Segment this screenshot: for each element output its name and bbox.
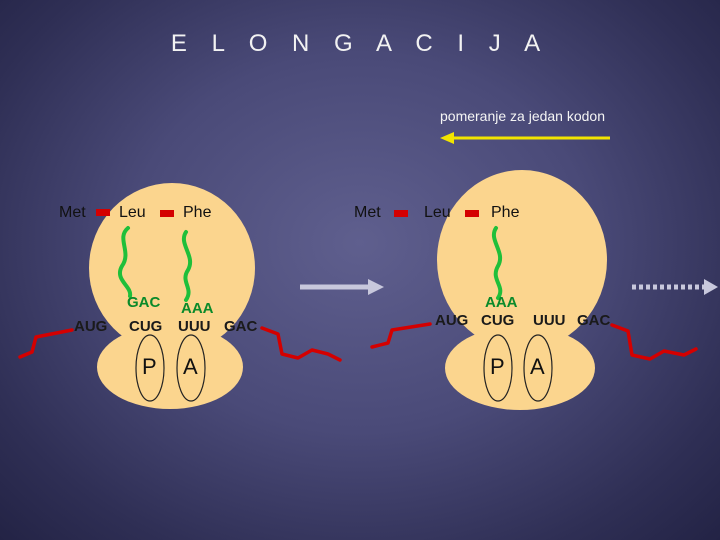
right-codon-2: CUG	[481, 312, 515, 329]
slide-title: E L O N G A C I J A	[170, 30, 550, 57]
left-ribosome-large-subunit	[89, 183, 255, 353]
left-p-site-label: P	[142, 354, 157, 379]
left-p-site-outline	[135, 334, 165, 402]
continuation-arrow-head	[704, 279, 718, 295]
right-a-site-outline	[523, 334, 553, 402]
right-p-site-label: P	[490, 354, 505, 379]
shift-arrow-head	[440, 132, 454, 144]
right-amino-acid-phe: Phe	[491, 204, 520, 221]
left-amino-acid-met: Met	[59, 204, 86, 221]
left-a-site-label: A	[183, 354, 198, 379]
left-codon-1: AUG	[74, 318, 108, 335]
right-peptide-bond-2	[465, 210, 479, 217]
right-ribosome-small-subunit	[445, 326, 595, 410]
right-mrna-5prime	[370, 322, 432, 349]
left-peptide-bond-1	[96, 209, 110, 216]
right-codon-3: UUU	[533, 312, 566, 329]
right-ribosome-large-subunit	[437, 170, 607, 350]
left-anticodon-1: GAC	[127, 294, 161, 311]
right-mrna-3prime	[610, 323, 698, 361]
left-mrna-5prime	[18, 328, 74, 359]
right-anticodon-1: AAA	[485, 294, 518, 311]
right-codon-1: AUG	[435, 312, 469, 329]
left-codon-2: CUG	[129, 318, 163, 335]
left-amino-acid-phe: Phe	[183, 204, 212, 221]
right-codon-4: GAC	[577, 312, 611, 329]
left-codon-3: UUU	[178, 318, 211, 335]
left-anticodon-2: AAA	[181, 300, 214, 317]
right-trna-1	[492, 226, 503, 300]
right-peptide-bond-1	[394, 210, 408, 217]
shift-caption: pomeranje za jedan kodon	[440, 108, 606, 124]
left-trna-2	[182, 230, 192, 302]
left-codon-4: GAC	[224, 318, 258, 335]
left-amino-acid-leu: Leu	[119, 204, 146, 221]
right-amino-acid-met: Met	[354, 204, 381, 221]
process-arrow-head	[368, 279, 384, 295]
right-a-site-label: A	[530, 354, 545, 379]
left-mrna-3prime	[260, 326, 342, 362]
left-ribosome-small-subunit	[97, 325, 243, 409]
right-amino-acid-leu: Leu	[424, 204, 451, 221]
right-p-site-outline	[483, 334, 513, 402]
left-a-site-outline	[176, 334, 206, 402]
left-peptide-bond-2	[160, 210, 174, 217]
left-trna-1	[118, 226, 133, 298]
